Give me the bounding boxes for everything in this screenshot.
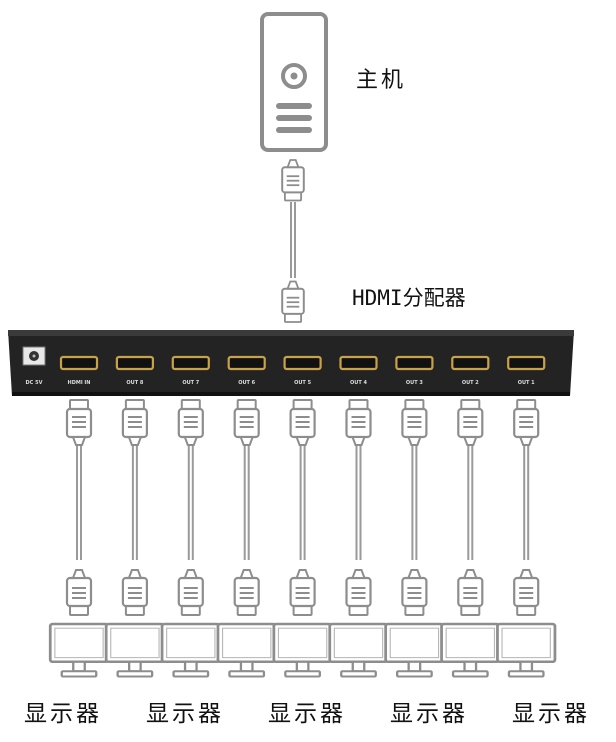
port-label: OUT 3 xyxy=(406,380,423,386)
hdmi-out-port: OUT 5 xyxy=(283,355,322,386)
port-label: OUT 1 xyxy=(518,380,535,386)
port-label: OUT 8 xyxy=(126,380,143,386)
output-hdmi-cable xyxy=(401,398,428,617)
splitter-label: HDMI分配器 xyxy=(352,286,466,310)
output-hdmi-cable xyxy=(457,398,484,617)
hdmi-out-port: OUT 2 xyxy=(451,355,490,386)
output-hdmi-cable xyxy=(513,398,540,617)
port-label: OUT 4 xyxy=(350,380,367,386)
hdmi-out-port: OUT 7 xyxy=(171,355,210,386)
monitor-icon xyxy=(272,622,333,678)
output-hdmi-cable xyxy=(233,398,260,617)
monitor-icon xyxy=(384,622,445,678)
hdmi-in-port: HDMI IN xyxy=(59,355,99,386)
hdmi-out-port: OUT 8 xyxy=(115,355,155,386)
monitor-label: 显示器 xyxy=(146,701,224,727)
monitor-label: 显示器 xyxy=(24,701,102,727)
output-hdmi-cable xyxy=(289,398,316,617)
monitor-icon xyxy=(216,622,277,678)
port-label: OUT 7 xyxy=(182,380,199,386)
port-label: OUT 6 xyxy=(238,380,255,386)
output-hdmi-cable xyxy=(65,398,93,617)
monitor-icon xyxy=(48,622,110,678)
hdmi-out-port: OUT 1 xyxy=(507,355,546,386)
port-label: OUT 5 xyxy=(294,380,311,386)
monitor-icon xyxy=(496,622,557,678)
monitor-icon xyxy=(328,622,389,678)
monitor-icon xyxy=(440,622,501,678)
port-label: OUT 2 xyxy=(462,380,479,386)
output-hdmi-cable xyxy=(121,398,148,617)
hdmi-out-port: OUT 3 xyxy=(395,355,434,386)
input-hdmi-cable xyxy=(281,159,305,323)
monitor-label: 显示器 xyxy=(390,701,468,727)
monitor-label: 显示器 xyxy=(512,701,590,727)
hdmi-out-port: OUT 6 xyxy=(227,355,266,386)
output-hdmi-cable xyxy=(177,398,204,617)
hdmi-out-port: OUT 4 xyxy=(339,355,378,386)
monitor-icon xyxy=(160,622,221,678)
host-computer-icon xyxy=(260,12,328,152)
power-label: DC 5V xyxy=(26,380,43,386)
monitor-label: 显示器 xyxy=(268,701,346,727)
monitor-icon xyxy=(104,622,166,678)
port-label: HDMI IN xyxy=(68,380,91,386)
hdmi-splitter-device: DC 5V HDMI IN OUT 8 OUT 7 OUT 6 OUT 5 OUT 4 OU… xyxy=(8,330,574,396)
output-hdmi-cable xyxy=(345,398,372,617)
host-label: 主机 xyxy=(356,68,407,93)
power-jack xyxy=(22,346,46,366)
